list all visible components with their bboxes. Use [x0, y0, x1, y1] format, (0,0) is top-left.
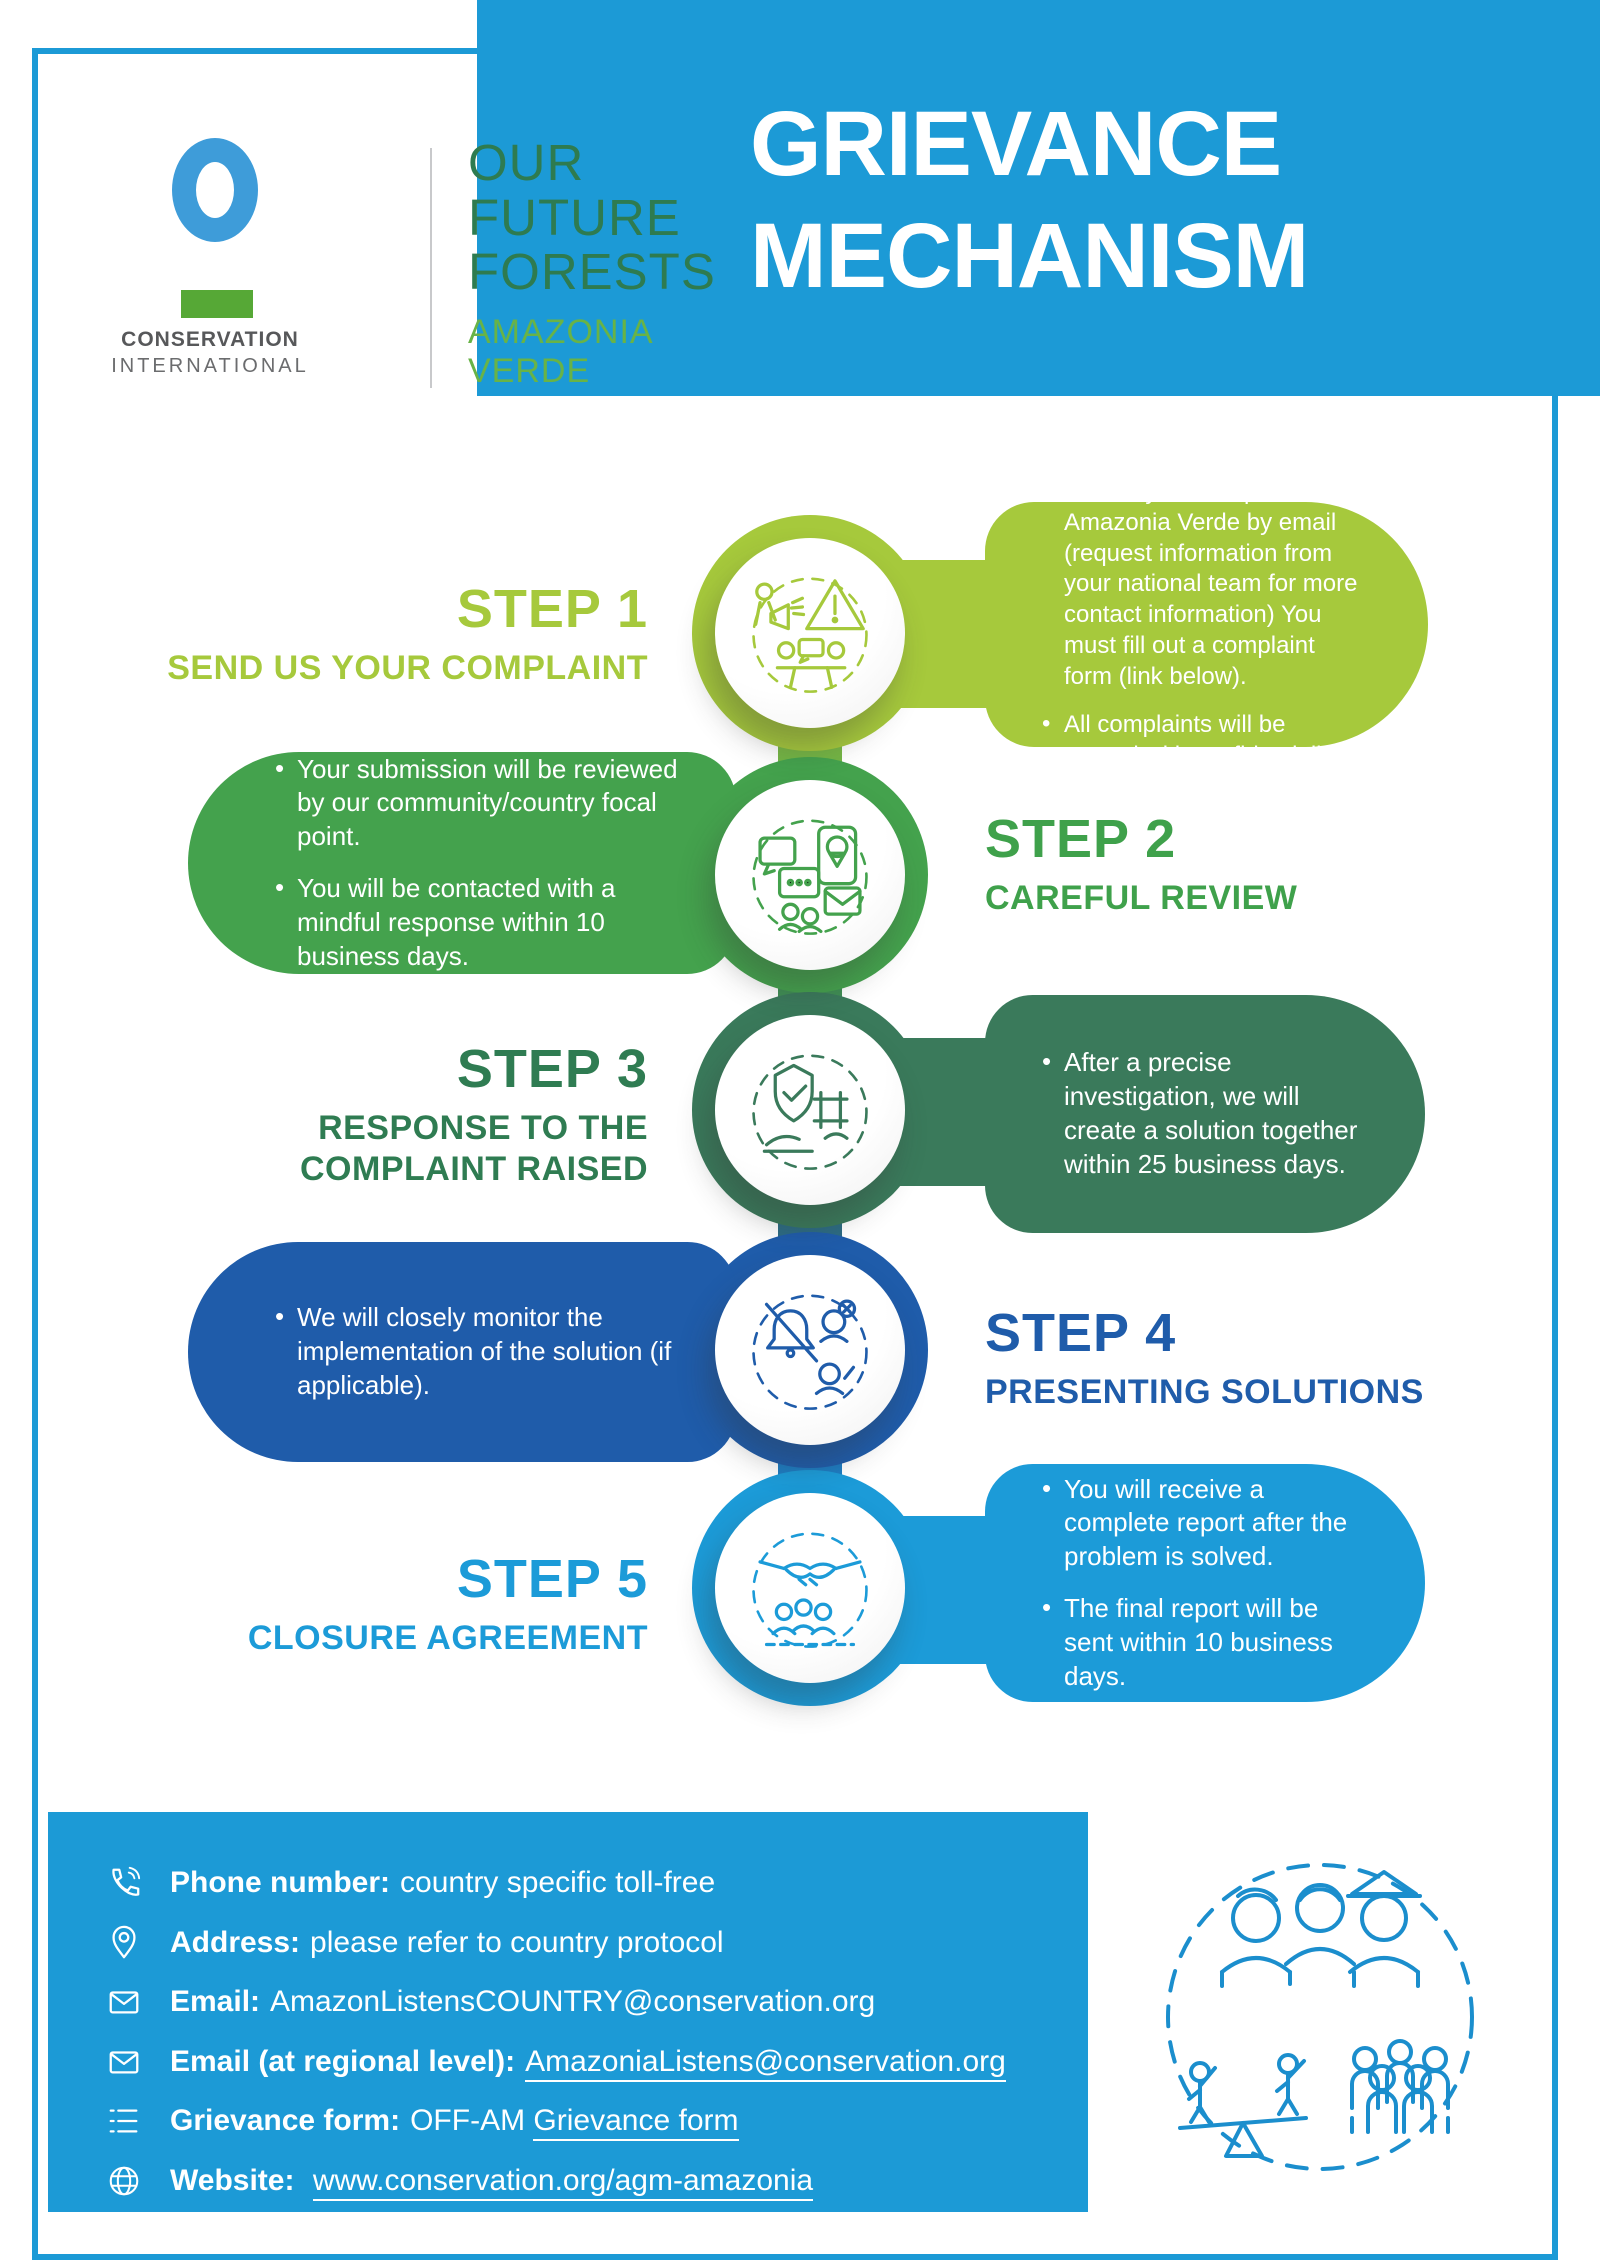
step4-subtitle: PRESENTING SOLUTIONS	[985, 1373, 1424, 1411]
community-balance-illustration-icon	[1166, 1863, 1474, 2171]
contact-row-email-regional: Email (at regional level): AmazoniaListen…	[106, 2043, 1048, 2082]
contact-label: Email (at regional level):	[170, 2044, 516, 2078]
logo-lockup: CONSERVATION INTERNATIONAL OUR FUTURE FO…	[0, 0, 760, 420]
step1-bullet-list: Submit your complaint to Amazonia Verde …	[1040, 476, 1366, 771]
contact-text: Phone number: country specific toll-free	[170, 1864, 715, 1902]
org-name-line2: INTERNATIONAL	[111, 355, 309, 377]
contact-footer: Phone number:country specific toll-free …	[48, 1812, 1088, 2212]
contact-row-phone: Phone number: country specific toll-free	[106, 1864, 1048, 1902]
org-name: CONSERVATION INTERNATIONAL	[78, 328, 342, 378]
step2-title: STEP 2 CAREFUL REVIEW	[985, 808, 1505, 919]
logo-divider	[430, 148, 432, 388]
contact-text: Website: www.conservation.org/agm-amazon…	[170, 2162, 814, 2201]
contact-value: country specific toll-free	[400, 1866, 716, 1899]
step4-label: STEP 4	[985, 1303, 1177, 1363]
step1-bullet: All complaints will be treated with conf…	[1040, 709, 1366, 771]
contact-text: Email (at regional level): AmazoniaListen…	[170, 2043, 1006, 2082]
logo-green-bar-icon	[181, 290, 253, 318]
org-name-line1: CONSERVATION	[121, 328, 299, 351]
step4-bullet: We will closely monitor the implementati…	[273, 1300, 678, 1402]
brand-subtitle: AMAZONIA VERDE	[468, 312, 652, 390]
website-link[interactable]: www.conservation.org/agm-amazonia	[312, 2163, 814, 2201]
solution-shield-icon	[752, 1054, 868, 1170]
contact-row-website: Website: www.conservation.org/agm-amazon…	[106, 2162, 1048, 2201]
step1-title: STEP 1 SEND US YOUR COMPLAINT	[120, 578, 648, 689]
contact-value: OFF-AM	[410, 2104, 526, 2137]
step2-label: STEP 2	[985, 809, 1177, 869]
step4-title: STEP 4 PRESENTING SOLUTIONS	[985, 1302, 1525, 1413]
step3-bullet: After a precise investigation, we will c…	[1040, 1045, 1363, 1181]
contact-label: Address:	[170, 1925, 301, 1959]
contact-text: Email: AmazonListensCOUNTRY@conservation.…	[170, 1983, 875, 2021]
step2-bubble: Your submission will be reviewed by our …	[188, 752, 736, 974]
step5-bullet: The final report will be sent within 10 …	[1040, 1591, 1363, 1693]
step4-bubble: We will closely monitor the implementati…	[188, 1242, 736, 1462]
step3-subtitle: RESPONSE TO THE COMPLAINT RAISED	[300, 1109, 648, 1188]
contact-label: Grievance form:	[170, 2104, 401, 2137]
step2-badge	[715, 780, 905, 970]
contact-label: Website:	[170, 2163, 295, 2197]
step2-bullet: You will be contacted with a mindful res…	[273, 871, 678, 973]
step3-bullet-list: After a precise investigation, we will c…	[1040, 1045, 1363, 1181]
step5-title: STEP 5 CLOSURE AGREEMENT	[120, 1548, 648, 1659]
location-pin-icon	[112, 1925, 136, 1958]
monitoring-bell-icon	[752, 1294, 868, 1410]
step3-badge	[715, 1015, 905, 1205]
envelope-icon	[109, 2050, 139, 2074]
step1-label: STEP 1	[456, 579, 648, 639]
contact-label: Email:	[170, 1985, 261, 2018]
step1-badge	[715, 538, 905, 728]
contact-value: please refer to country protocol	[310, 1925, 724, 1959]
contact-label: Phone number:	[170, 1866, 391, 1899]
page-title: GRIEVANCE MECHANISM	[750, 88, 1309, 312]
step5-bullet-list: You will receive a complete report after…	[1040, 1472, 1363, 1694]
closure-handshake-icon	[752, 1532, 868, 1648]
step3-bubble: After a precise investigation, we will c…	[985, 995, 1425, 1233]
page-title-line2: MECHANISM	[750, 205, 1309, 308]
regional-email-link[interactable]: AmazoniaListens@conservation.org	[525, 2044, 1006, 2082]
step5-subtitle: CLOSURE AGREEMENT	[247, 1619, 648, 1657]
contact-row-address: Address: please refer to country protocol	[106, 1924, 1048, 1962]
step5-label: STEP 5	[456, 1549, 648, 1609]
step3-title: STEP 3 RESPONSE TO THE COMPLAINT RAISED	[268, 1038, 648, 1190]
step2-bullet-list: Your submission will be reviewed by our …	[273, 752, 678, 974]
step1-bubble-tab	[900, 560, 1000, 708]
step2-bullet: Your submission will be reviewed by our …	[273, 752, 678, 854]
step5-bullet: You will receive a complete report after…	[1040, 1472, 1363, 1574]
grievance-form-link[interactable]: Grievance form	[533, 2104, 739, 2141]
brand-line1: OUR	[468, 134, 585, 191]
contact-text: Grievance form: OFF-AM Grievance form	[170, 2102, 739, 2141]
globe-icon	[109, 2166, 139, 2195]
phone-icon	[112, 1866, 141, 1896]
step2-subtitle: CAREFUL REVIEW	[985, 879, 1298, 917]
contact-text: Address: please refer to country protocol	[170, 1924, 724, 1962]
complaint-megaphone-icon	[752, 577, 868, 693]
envelope-icon	[109, 1991, 139, 2014]
program-brand: OUR FUTURE FORESTS AMAZONIA VERDE	[468, 134, 760, 391]
step1-bubble: Submit your complaint to Amazonia Verde …	[985, 476, 1428, 769]
step3-label: STEP 3	[456, 1039, 648, 1099]
step4-bullet-list: We will closely monitor the implementati…	[273, 1300, 678, 1402]
conservation-international-logo-icon	[172, 138, 258, 242]
brand-line3: FORESTS	[468, 243, 716, 301]
step5-badge	[715, 1493, 905, 1683]
contact-row-email: Email: AmazonListensCOUNTRY@conservation.…	[106, 1983, 1048, 2021]
step4-badge	[715, 1255, 905, 1445]
step1-bullet: Submit your complaint to Amazonia Verde …	[1040, 476, 1366, 692]
step1-subtitle: SEND US YOUR COMPLAINT	[167, 649, 648, 687]
contact-row-grievance-form: Grievance form: OFF-AM Grievance form	[106, 2102, 1048, 2141]
form-list-icon	[109, 2109, 138, 2133]
step5-bubble-tab	[900, 1516, 1000, 1664]
review-chat-icon	[752, 819, 868, 935]
brand-line2: FUTURE	[468, 188, 681, 246]
contact-value: AmazonListensCOUNTRY@conservation.org	[270, 1985, 876, 2018]
page-title-line1: GRIEVANCE	[750, 93, 1282, 195]
step5-bubble: You will receive a complete report after…	[985, 1464, 1425, 1702]
step3-bubble-tab	[900, 1038, 1000, 1186]
header-banner: GRIEVANCE MECHANISM	[477, 0, 1600, 396]
